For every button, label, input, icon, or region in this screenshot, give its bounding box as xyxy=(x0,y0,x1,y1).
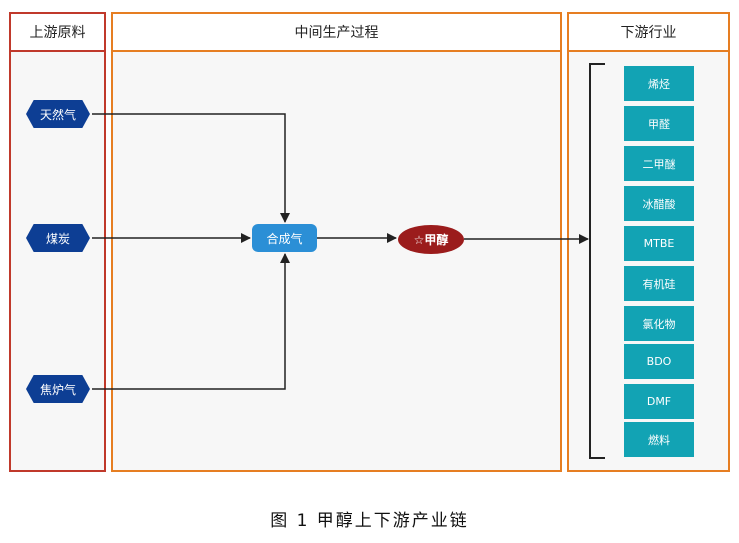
raw-node-coke-oven-gas: 焦炉气 xyxy=(26,375,90,403)
downstream-header: 下游行业 xyxy=(569,14,728,52)
methanol-node: ☆甲醇 xyxy=(398,225,464,254)
product-acetic-acid: 冰醋酸 xyxy=(624,186,694,221)
product-mtbe: MTBE xyxy=(624,226,694,261)
downstream-bracket xyxy=(589,63,605,459)
midstream-header: 中间生产过程 xyxy=(113,14,560,52)
connector-coke-oven-gas xyxy=(92,253,290,390)
figure-caption: 图 1 甲醇上下游产业链 xyxy=(270,511,469,531)
product-dmf: DMF xyxy=(624,384,694,419)
product-chloride: 氯化物 xyxy=(624,306,694,341)
product-olefins: 烯烃 xyxy=(624,66,694,101)
midstream-panel: 中间生产过程 xyxy=(111,12,562,472)
product-dimethyl-ether: 二甲醚 xyxy=(624,146,694,181)
connector-natural-gas xyxy=(92,113,290,223)
upstream-header: 上游原料 xyxy=(11,14,104,52)
product-organosilicon: 有机硅 xyxy=(624,266,694,301)
product-formaldehyde: 甲醛 xyxy=(624,106,694,141)
syngas-node: 合成气 xyxy=(252,224,317,252)
raw-node-coal: 煤炭 xyxy=(26,224,90,252)
product-fuel: 燃料 xyxy=(624,422,694,457)
product-bdo: BDO xyxy=(624,344,694,379)
raw-node-natural-gas: 天然气 xyxy=(26,100,90,128)
